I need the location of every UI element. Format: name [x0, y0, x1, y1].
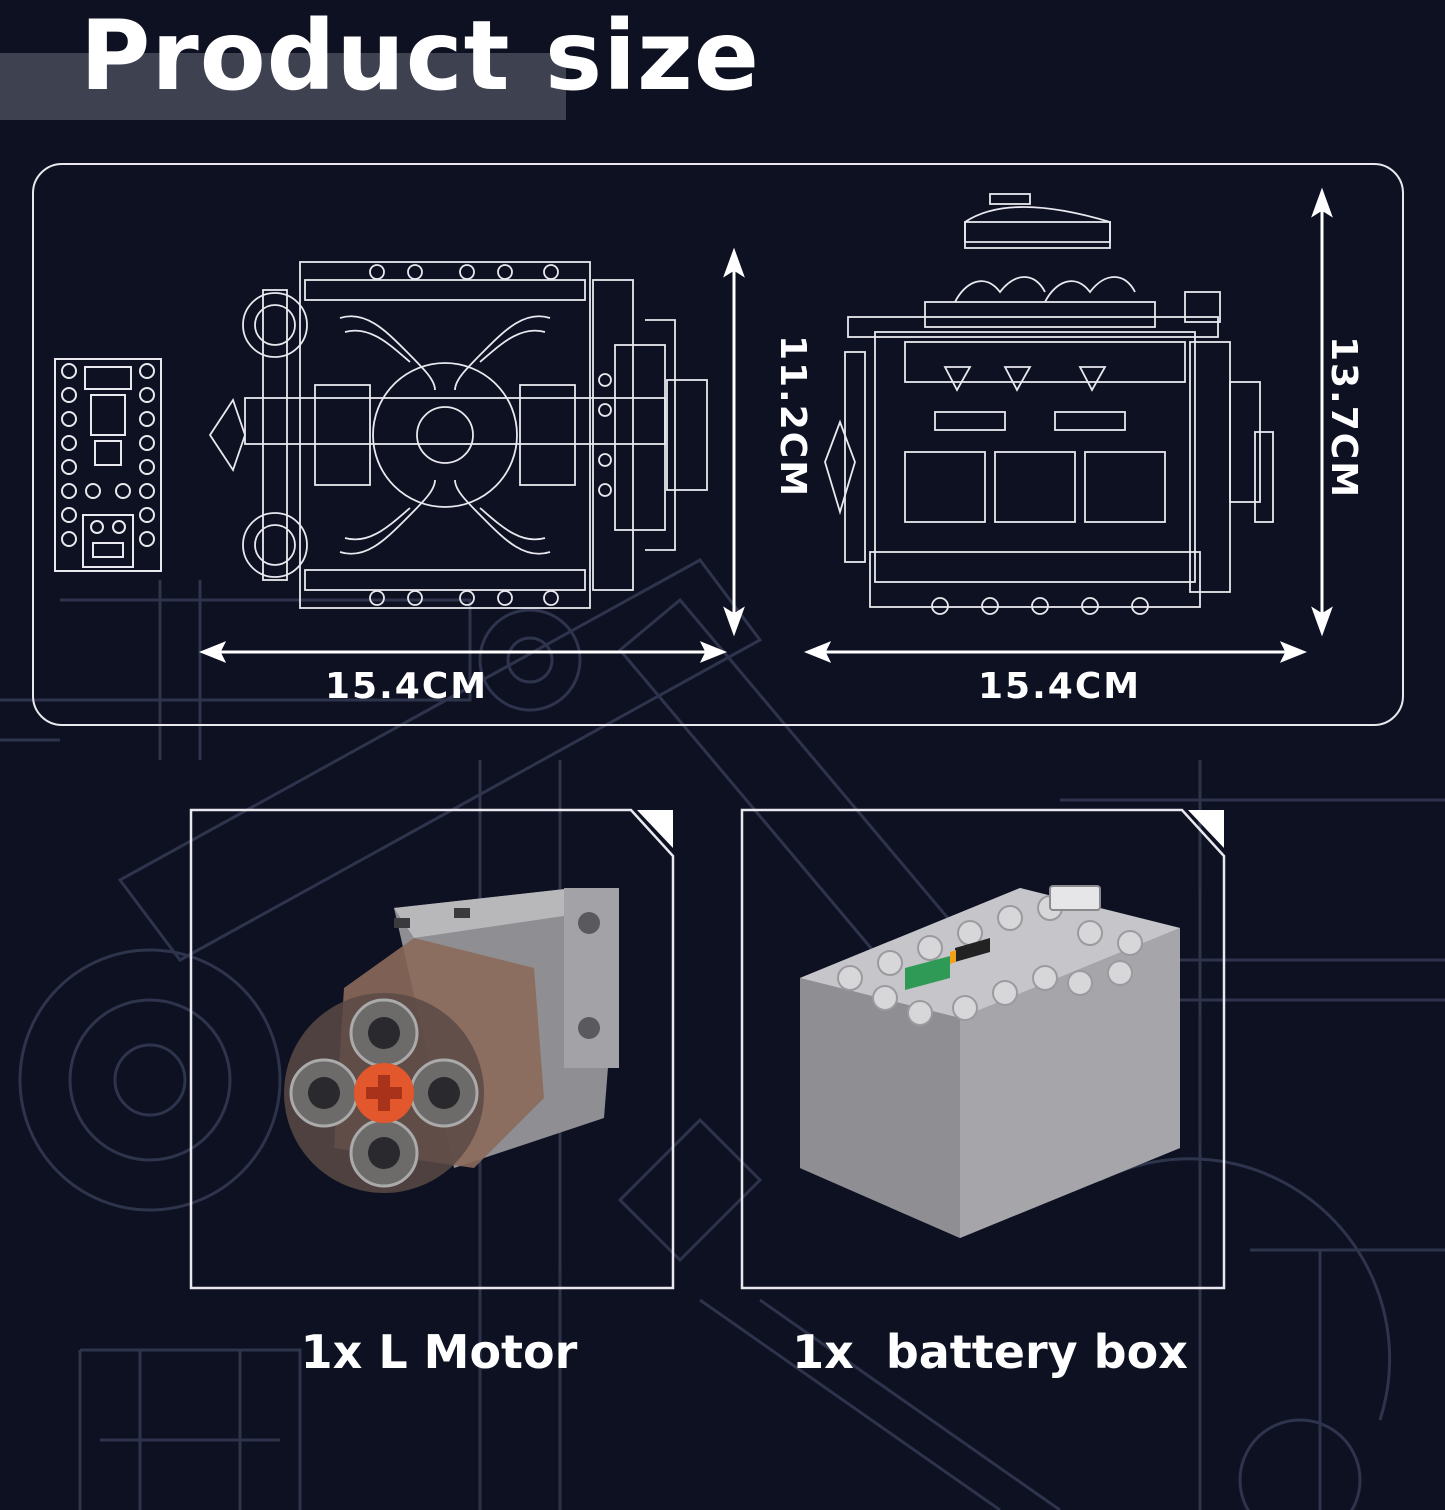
size-panel — [32, 163, 1404, 726]
motor-icon — [284, 888, 619, 1193]
battery-box-icon — [800, 885, 1180, 1238]
top-view-height-arrow — [723, 247, 745, 637]
top-view-width-label: 15.4CM — [325, 666, 489, 707]
switch-plate-drawing — [54, 358, 162, 572]
top-view-height-label: 11.2CM — [772, 334, 814, 499]
battery-box-card — [740, 808, 1226, 1290]
battery-box-card-frame — [740, 808, 1226, 1290]
page-title: Product size — [80, 0, 760, 112]
front-view-width-label: 15.4CM — [978, 666, 1142, 707]
motor-card — [189, 808, 675, 1290]
motor-card-frame — [189, 808, 675, 1290]
battery-box-caption: 1x battery box — [792, 1325, 1188, 1379]
front-view-width-arrow — [803, 641, 1308, 663]
front-view-height-label: 13.7CM — [1323, 335, 1365, 500]
engine-front-view-drawing — [824, 193, 1274, 615]
front-view-height-arrow — [1311, 187, 1333, 637]
title-band — [0, 53, 566, 120]
engine-top-view-drawing — [208, 261, 708, 609]
top-view-width-arrow — [198, 641, 728, 663]
motor-caption: 1x L Motor — [300, 1325, 578, 1379]
